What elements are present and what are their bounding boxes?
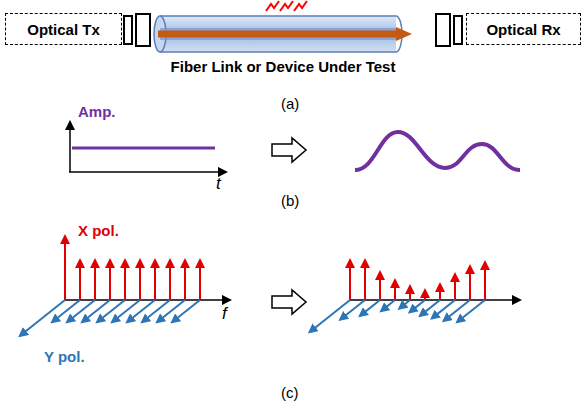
y-pol-tone (381, 300, 395, 311)
y-pol-tone (142, 300, 170, 322)
x-pol-tone (409, 286, 411, 300)
x-pol-tone (469, 266, 471, 300)
distorted-amplitude (355, 132, 520, 170)
panel-label: (c) (281, 384, 299, 401)
x-pol-tone (439, 284, 441, 300)
x-pol-tone (379, 272, 381, 300)
transform-arrow (272, 290, 306, 314)
x-pol-tone (364, 260, 366, 300)
polarization-comb (20, 236, 230, 336)
x-pol-tone (484, 262, 486, 300)
x-pol-tone (199, 260, 201, 300)
x-pol-axis (64, 236, 66, 300)
x-pol-tone (424, 290, 426, 300)
x-pol-tone (394, 280, 396, 300)
transmitter-box: Optical Tx (5, 13, 122, 45)
x-pol-axis (349, 260, 351, 300)
x-pol-tone (79, 260, 81, 300)
frequency-axis (65, 299, 230, 301)
panel-label: (a) (281, 95, 299, 112)
panel-label: (b) (281, 192, 299, 209)
fiber-link: Fiber Link or Device Under Test (152, 12, 414, 96)
y-pol-tone (157, 300, 185, 322)
frequency-axis (350, 299, 520, 301)
y-pol-tone (399, 300, 410, 309)
y-pol-tone (82, 300, 110, 322)
x-pol-tone (124, 260, 126, 300)
x-pol-tone (109, 260, 111, 300)
box-label: Optical Rx (486, 21, 560, 38)
constant-amplitude (72, 147, 215, 150)
x-pol-tone (169, 260, 171, 300)
x-pol-tone (139, 260, 141, 300)
time-axes (69, 122, 226, 172)
y-pol-tone (457, 300, 485, 322)
axis-label: Amp. (78, 103, 116, 120)
disturbance-symbol (266, 1, 307, 11)
axis-label: Y pol. (44, 348, 85, 365)
fiber-cylinder (152, 12, 414, 56)
polarization-comb (309, 260, 520, 332)
x-pol-tone (94, 260, 96, 300)
box-label: Optical Tx (27, 21, 100, 38)
y-pol-tone (409, 300, 425, 312)
y-pol-tone (67, 300, 95, 322)
x-pol-tone (154, 260, 156, 300)
y-pol-tone (97, 300, 125, 322)
x-pol-tone (454, 274, 456, 300)
y-pol-tone (52, 300, 80, 322)
axis-label: X pol. (78, 222, 119, 239)
x-pol-tone (184, 260, 186, 300)
transform-arrow (272, 138, 306, 162)
y-pol-tone (360, 300, 380, 316)
y-pol-tone (112, 300, 140, 322)
y-pol-tone (172, 300, 200, 322)
axis-label: t (216, 174, 221, 194)
axis-label: f (222, 304, 227, 324)
receiver-box: Optical Rx (466, 13, 581, 45)
y-pol-tone (127, 300, 155, 322)
y-pol-tone (340, 300, 365, 320)
y-pol-tone (443, 300, 470, 321)
device-label: Fiber Link or Device Under Test (152, 58, 414, 76)
